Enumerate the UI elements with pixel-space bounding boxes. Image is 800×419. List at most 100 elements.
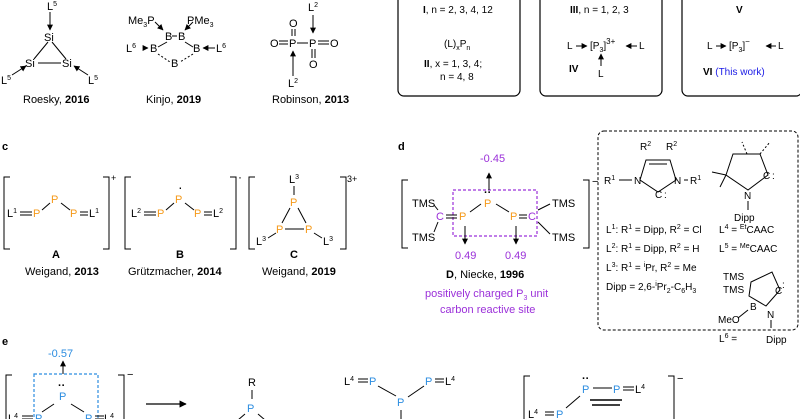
svg-text:P: P [175, 194, 182, 206]
svg-text:IV: IV [569, 64, 579, 75]
svg-text:L: L [567, 41, 573, 52]
svg-text:L4: L4 [8, 413, 18, 419]
kinjo-b4-structure: Me3P PMe3 B B B B B L6 L6 Kinjo, 2019 [126, 15, 226, 106]
svg-text:R: R [248, 377, 256, 389]
svg-text:MeO: MeO [718, 315, 740, 326]
svg-text:PMe3: PMe3 [187, 15, 214, 29]
svg-text:R2: R2 [640, 141, 651, 153]
compound-D: − -0.45 ·· P P P C C TMS TMS TMS TMS 0.4… [401, 153, 598, 316]
svg-text:−: − [592, 176, 598, 188]
svg-text:B: B [171, 58, 178, 70]
roesky-ligand-left: L5 [1, 75, 11, 87]
svg-text:P: P [70, 208, 77, 220]
svg-text:B: B [178, 31, 185, 43]
svg-text:L2: R1 = Dipp, R2 = H: L2: R1 = Dipp, R2 = H [606, 243, 699, 255]
svg-text:3+: 3+ [347, 174, 357, 184]
svg-text:TMS: TMS [723, 285, 744, 296]
svg-text:P: P [289, 38, 296, 50]
roesky-si3-structure: Si Si Si L5 L5 L5 Roesky, 2016 [1, 1, 98, 106]
svg-text:B: B [750, 302, 757, 313]
svg-text:Dipp = 2,6-iPr2-C6H3: Dipp = 2,6-iPr2-C6H3 [606, 281, 696, 295]
svg-text:··: ·· [58, 380, 65, 392]
svg-text:N: N [744, 191, 751, 202]
svg-text:I, n = 2, 3, 4, 12: I, n = 2, 3, 4, 12 [423, 5, 493, 16]
panel-c-label: c [2, 141, 8, 153]
svg-text:L4: L4 [635, 384, 645, 396]
svg-text:P: P [194, 208, 201, 220]
svg-text:L: L [639, 41, 645, 52]
svg-text:III, n = 1, 2, 3: III, n = 1, 2, 3 [570, 5, 629, 16]
svg-text:L3: R1 = iPr, R2 = Me: L3: R1 = iPr, R2 = Me [606, 262, 697, 274]
compound-C-citation: Weigand, 2019 [262, 266, 336, 278]
svg-text:L4 = EtCAAC: L4 = EtCAAC [719, 224, 774, 236]
svg-text:C: C [436, 211, 444, 223]
svg-text:L4: L4 [104, 413, 114, 419]
svg-text:L1: L1 [89, 208, 99, 220]
svg-text:TMS: TMS [552, 198, 575, 210]
svg-text:II, x = 1, 3, 4;: II, x = 1, 3, 4; [424, 59, 482, 70]
svg-text:L2: L2 [288, 78, 298, 90]
svg-text:+: + [111, 173, 116, 183]
compound-B: · L2 P P · P L2 B Grützmacher, 2014 [124, 170, 242, 278]
kinjo-citation: Kinjo, 2019 [146, 94, 201, 106]
svg-text:P: P [397, 397, 404, 409]
svg-text:P: P [290, 197, 297, 209]
charge-right: 0.49 [505, 250, 526, 262]
svg-text:−: − [677, 373, 683, 385]
compound-D-citation: D, Niecke, 1996 [446, 269, 524, 281]
svg-text:−: − [127, 369, 133, 381]
panel-e-structures: − -0.57 ·· P P P L4 L4 R P L4 P P P L4 [5, 348, 683, 419]
svg-text:L4: L4 [445, 376, 455, 388]
svg-text:R1: R1 [604, 175, 615, 187]
compound-C-letter: C [290, 249, 298, 261]
robinson-p2o4-structure: L2 O P P O O O L2 Robinson, 2013 [270, 2, 349, 106]
svg-text:R2: R2 [666, 141, 677, 153]
svg-text:B: B [193, 43, 200, 55]
svg-text:V: V [736, 5, 743, 16]
svg-text:··: ·· [582, 373, 589, 385]
svg-text:L2: L2 [213, 208, 223, 220]
robinson-citation: Robinson, 2013 [272, 94, 349, 106]
svg-text:L3: L3 [256, 236, 266, 248]
svg-text:P: P [51, 194, 58, 206]
svg-text:N: N [634, 176, 641, 187]
panel-e-label: e [2, 336, 8, 348]
svg-text:·: · [238, 170, 242, 184]
svg-text:P: P [305, 224, 312, 236]
svg-text:Si: Si [44, 32, 54, 44]
svg-text:n = 4, 8: n = 4, 8 [440, 72, 474, 83]
svg-text:B: B [150, 43, 157, 55]
svg-text:O: O [270, 38, 279, 50]
svg-text::: : [782, 280, 785, 291]
svg-text:P: P [85, 413, 92, 419]
panel-d-label: d [398, 141, 405, 153]
charge-left: 0.49 [455, 250, 476, 262]
svg-text:P: P [613, 384, 620, 396]
svg-text:L4: L4 [344, 376, 354, 388]
svg-text:P: P [247, 403, 254, 415]
roesky-atom: Si [44, 32, 54, 44]
svg-text:P: P [369, 376, 376, 388]
svg-text:P: P [425, 376, 432, 388]
svg-text:P: P [510, 211, 517, 223]
svg-text:P: P [484, 198, 491, 210]
svg-text:(L)xPn: (L)xPn [444, 39, 470, 52]
compound-A-citation: Weigand, 2013 [25, 266, 99, 278]
svg-text:L1: R1 = Dipp, R2 = Cl: L1: R1 = Dipp, R2 = Cl [606, 224, 702, 236]
svg-text:L: L [707, 41, 713, 52]
svg-text:P: P [59, 391, 66, 403]
svg-text:Me3P: Me3P [128, 15, 155, 29]
svg-text:Si: Si [62, 58, 72, 70]
compound-A-letter: A [52, 249, 60, 261]
ligand-definition-box: R2 R2 N N C : R1 R1 C : N Dipp L1: R1 = … [597, 130, 799, 346]
svg-text:L: L [598, 69, 604, 80]
roesky-ligand-top: L5 [47, 1, 57, 13]
svg-text:L3: L3 [289, 174, 299, 186]
svg-text:O: O [309, 59, 318, 71]
svg-text:C: C [528, 211, 536, 223]
svg-text:L: L [778, 41, 784, 52]
svg-text:TMS: TMS [723, 272, 744, 283]
svg-text:L4: L4 [528, 409, 538, 419]
svg-text:P: P [459, 211, 466, 223]
